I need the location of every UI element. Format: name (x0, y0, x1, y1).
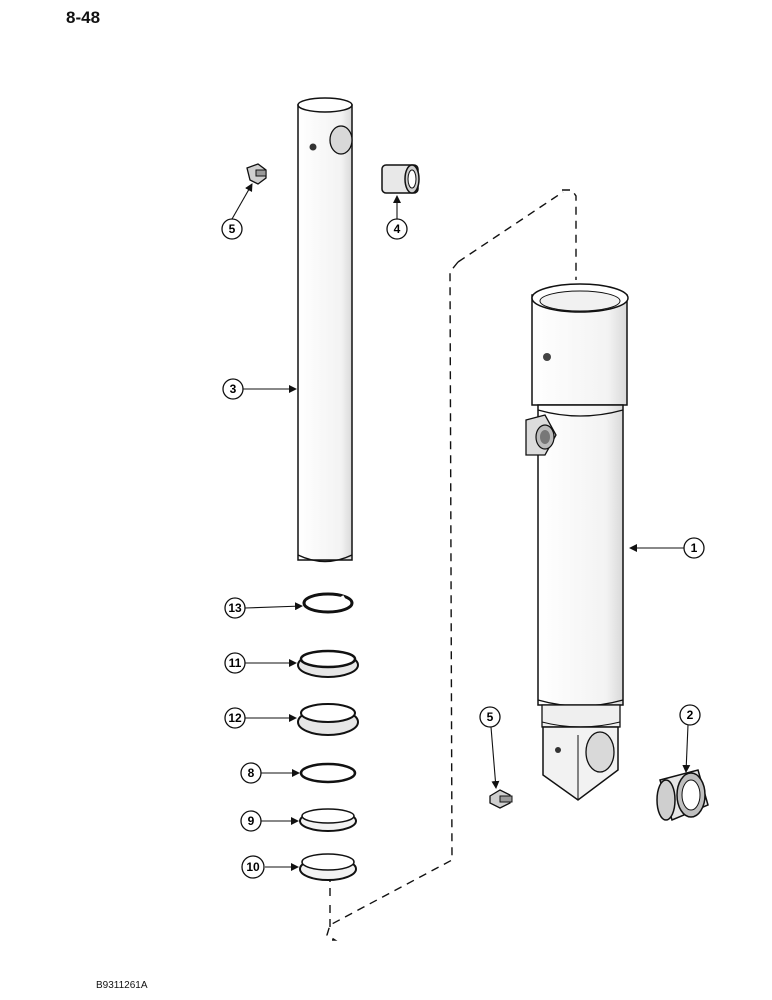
part-3-tube (297, 97, 353, 563)
callout-13-label: 13 (228, 601, 242, 615)
part-5-grease-fitting-upper (246, 163, 267, 185)
part-11-seal (297, 649, 359, 678)
part-1-cylinder-barrel (525, 283, 629, 801)
callout-1-label: 1 (691, 541, 698, 555)
assembly-dashed-line (326, 189, 577, 941)
callout-3: 3 (222, 378, 244, 400)
callout-4-label: 4 (394, 222, 401, 236)
part-13-ring (302, 592, 354, 614)
callout-4: 4 (386, 218, 408, 240)
callout-8-label: 8 (248, 766, 255, 780)
callout-10: 10 (241, 855, 265, 879)
part-2-bushing (656, 769, 709, 822)
part-10-ring (299, 853, 357, 881)
part-4-bushing (381, 164, 420, 194)
page-number: 8-48 (66, 8, 101, 27)
callout-10-label: 10 (246, 860, 260, 874)
callout-5-lower-label: 5 (487, 710, 494, 724)
figure-code: B9311261A (96, 980, 148, 991)
leader-lines (231, 183, 691, 871)
callout-11-label: 11 (229, 656, 242, 670)
part-8-o-ring (299, 762, 357, 784)
callout-5-lower: 5 (479, 706, 501, 728)
callout-1: 1 (683, 537, 705, 559)
part-5-grease-fitting-lower (489, 789, 513, 809)
callout-2: 2 (679, 704, 701, 726)
callout-2-label: 2 (687, 708, 694, 722)
callout-5-upper-label: 5 (229, 222, 236, 236)
callout-5-upper: 5 (221, 218, 243, 240)
callout-11: 11 (224, 652, 246, 674)
part-9-ring (299, 808, 357, 832)
callout-13: 13 (224, 597, 246, 619)
callout-8: 8 (240, 762, 262, 784)
callout-12-label: 12 (228, 711, 242, 725)
part-12-seal (297, 703, 359, 736)
callout-12: 12 (224, 707, 246, 729)
callout-9: 9 (240, 810, 262, 832)
callout-9-label: 9 (248, 814, 255, 828)
callout-3-label: 3 (230, 382, 237, 396)
